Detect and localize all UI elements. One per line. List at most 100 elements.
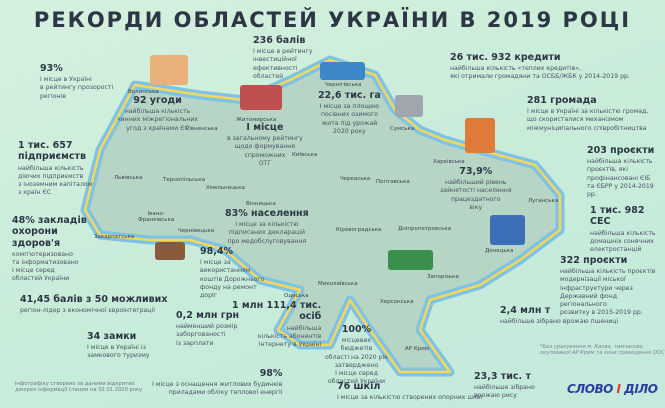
record-block: І місце в загальному рейтингу щодо формув… [227,122,303,168]
record-description: найбільша кількість проєктів, які профін… [587,158,654,198]
region-label: Дніпропетровська [398,226,452,232]
record-description: найбільша кількість домашніх сонячних ел… [590,229,656,253]
record-description: найбільше зібрано врожаю пшениці [500,318,619,326]
record-value: 26 тис. 932 кредити [450,52,561,63]
record-block: 73,9% найбільший рівень зайнятості населе… [440,166,512,212]
source-note: Інфографіку створено за даними відкритих… [15,381,143,393]
record-block: 93% І місце в Україні в рейтингу прозорос… [40,63,113,101]
record-description: найбільша кількість «теплих кредитів», я… [450,65,630,81]
record-description: І місце в Україні в рейтингу прозорості … [40,76,114,100]
record-block: 203 проєкти найбільша кількість проєктів,… [587,145,665,199]
page-title: РЕКОРДИ ОБЛАСТЕЙ УКРАЇНИ В 2019 РОЦІ [33,8,632,32]
region-label: Черкаська [340,176,371,182]
record-block: 92 угоди найбільша кількість чинних міжре… [117,95,198,133]
tractor-illustration [320,62,365,80]
record-description: найбільша кількість діючих підприємств з… [18,164,93,196]
region-label: Сумська [390,126,415,132]
region-label: Хмельницька [206,185,245,191]
region-label: Луганська [528,198,559,204]
region-label: Одеська [284,293,309,299]
record-description: регіон-лідер з економічної євроінтеграці… [20,307,155,315]
footnote: *Без урахування м. Києва, тимчасово окуп… [540,344,665,356]
record-block: 2,4 млн т найбільше зібрано врожаю пшениц… [500,305,618,326]
record-value: 73,9% [459,166,493,177]
record-value: І місце [246,122,284,133]
region-label: Полтавська [376,179,410,185]
record-block: 76 шкіл І місце за кількістю створених оп… [337,381,483,402]
record-block: 0,2 млн грн найменший розмір заборгованос… [176,310,239,348]
region-label: Житомирська [236,117,277,123]
warehouse-illustration [465,118,495,153]
record-block: 26 тис. 932 кредити найбільша кількість «… [450,52,630,82]
people-illustration [240,85,282,110]
record-value: 203 проєкти [587,145,655,156]
record-description: І місце за кількістю створених опорних ш… [337,394,483,402]
region-label: Запорізька [427,274,459,280]
region-label: Закарпатська [94,234,135,240]
record-block: 98%І місце з оснащення житлових будинків… [152,368,282,398]
record-description: І місце за використанням коштів Дорожньо… [200,259,265,299]
region-label: Львівська [114,175,143,181]
record-block: 98,4%І місце за використанням коштів Дор… [200,246,265,300]
region-label: Київська [292,152,318,158]
record-description: найбільша кількість чинних міжрегіональн… [117,108,199,132]
record-block: 236 балів І місце в рейтингу інвестиційно… [253,35,313,81]
region-label: Донецька [485,248,514,254]
region-label: Чернігівська [325,82,362,88]
region-label: Вінницька [246,201,276,207]
region-label: Харківська [433,159,465,165]
record-block: 281 громада І місце в Україні за кількіст… [527,95,648,133]
record-description: в загальному рейтингу щодо формування сп… [227,135,303,167]
record-description: найбільша кількість проєктів модернізаці… [560,268,656,316]
record-description: місцевих бюджетів області на 2020 рік за… [325,337,388,385]
region-label: Херсонська [380,299,414,305]
record-value: 92 угоди [133,95,182,106]
record-block: 100%місцевих бюджетів області на 2020 рі… [325,324,388,386]
record-value: 76 шкіл [337,381,381,392]
record-value: 281 громада [527,95,597,106]
record-value: 23,3 тис. т [474,371,531,382]
record-value: 1 тис. 982 СЕС [590,205,645,228]
region-label: Рівненська [186,126,218,132]
record-block: 34 замки І місце в Україні із замкового т… [87,331,150,361]
record-description: найменший розмір заборгованості із зарпл… [176,323,238,347]
region-label: Кіровоградська [336,227,382,233]
record-value: 41,45 балів з 50 можливих [20,294,168,305]
region-label: Тернопільська [163,177,206,183]
record-value: 2,4 млн т [500,305,551,316]
wallet-illustration [155,242,185,260]
region-label: Івано- Франківська [138,211,175,223]
record-block: 41,45 балів з 50 можливих регіон-лідер з … [20,294,167,315]
record-description: І місце за кількістю підписаних декларац… [227,221,307,245]
record-value: 0,2 млн грн [176,310,240,321]
record-value: 93% [40,63,63,74]
region-label: Миколаївська [318,281,358,287]
record-value: 83% населення [225,208,309,219]
record-description: І місце в Україні із замкового туризму [87,344,150,360]
record-description: І місце в Україні за кількістю громад, щ… [527,108,649,132]
record-value: 236 балів [253,35,306,46]
brand-logo: СЛОВО І ДІЛО [567,382,658,396]
record-description: найбільша кількість абонентів інтернету … [257,324,322,348]
record-value: 1 млн 111,4 тис. осіб [232,300,322,323]
region-label: АР Крим [405,346,429,352]
record-description: І місце в рейтингу інвестиційної ефектив… [253,48,313,80]
record-description: комп'ютеризовано та інформатизовано І мі… [12,251,79,283]
record-block: 83% населення І місце за кількістю підпис… [225,208,309,246]
record-value: 1 тис. 657 підприємств [18,140,87,163]
city-illustration [490,215,525,245]
region-label: Чернівецька [178,228,215,234]
record-description: І місце з оснащення житлових будинків пр… [152,381,283,397]
record-value: 22,6 тис. га [318,90,381,101]
house-illustration [395,95,423,117]
record-value: 34 замки [87,331,137,342]
record-description: найбільший рівень зайнятості населення п… [440,179,512,211]
